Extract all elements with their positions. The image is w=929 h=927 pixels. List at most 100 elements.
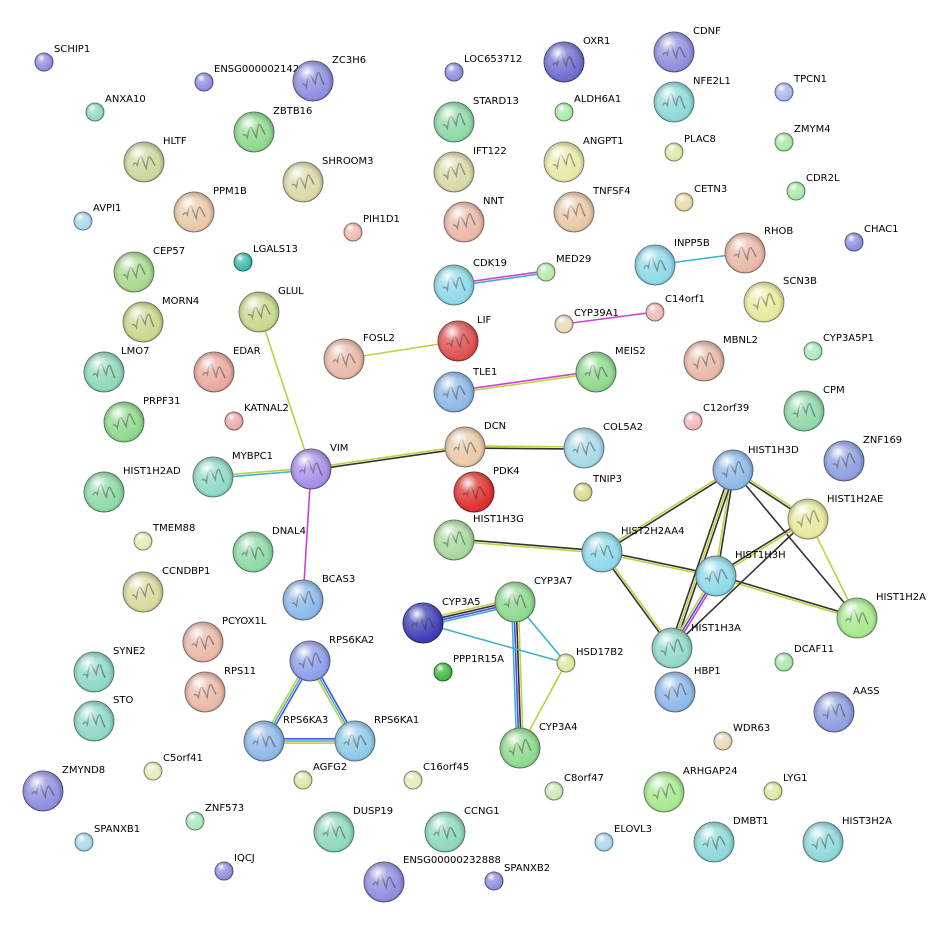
node-TNIP3[interactable]: TNIP3 — [573, 474, 622, 502]
node-LYG1[interactable]: LYG1 — [763, 773, 807, 801]
node-HIST1H2AD[interactable]: HIST1H2AD — [83, 466, 181, 513]
node-CYP3A5[interactable]: CYP3A5 — [402, 597, 481, 644]
node-SCN3B[interactable]: SCN3B — [743, 276, 817, 323]
node-MYBPC1[interactable]: MYBPC1 — [192, 451, 273, 498]
node-CYP3A7[interactable]: CYP3A7 — [494, 576, 573, 623]
node-RPS6KA3[interactable]: RPS6KA3 — [243, 715, 328, 762]
node-SCHIP1[interactable]: SCHIP1 — [34, 44, 90, 72]
node-CCNG1[interactable]: CCNG1 — [424, 806, 500, 853]
node-HIST1H3D[interactable]: HIST1H3D — [712, 445, 799, 491]
node-RPS11[interactable]: RPS11 — [184, 666, 256, 713]
node-STO[interactable]: STO — [73, 695, 133, 742]
node-ZMYND8[interactable]: ZMYND8 — [22, 765, 105, 812]
node-PIH1D1[interactable]: PIH1D1 — [343, 214, 400, 242]
node-C12orf39[interactable]: C12orf39 — [683, 403, 749, 431]
node-DMBT1[interactable]: DMBT1 — [693, 816, 769, 863]
node-ZNF169[interactable]: ZNF169 — [823, 435, 902, 482]
node-ZBTB16[interactable]: ZBTB16 — [233, 106, 312, 153]
node-C5orf41[interactable]: C5orf41 — [143, 753, 203, 781]
node-TNFSF4[interactable]: TNFSF4 — [553, 186, 631, 233]
node-CPM[interactable]: CPM — [783, 385, 845, 432]
node-LOC653712[interactable]: LOC653712 — [444, 54, 522, 82]
node-WDR63[interactable]: WDR63 — [713, 723, 770, 751]
node-HIST1H3H[interactable]: HIST1H3H — [695, 550, 786, 597]
node-CHAC1[interactable]: CHAC1 — [844, 224, 899, 252]
node-PDK4[interactable]: PDK4 — [453, 466, 520, 513]
node-AVPI1[interactable]: AVPI1 — [73, 203, 121, 231]
node-ANGPT1[interactable]: ANGPT1 — [543, 136, 624, 183]
node-ZMYM4[interactable]: ZMYM4 — [774, 124, 831, 152]
node-CDK19[interactable]: CDK19 — [433, 258, 507, 306]
node-DCN[interactable]: DCN — [444, 421, 506, 468]
node-ZNF573[interactable]: ZNF573 — [185, 803, 244, 831]
node-CETN3[interactable]: CETN3 — [674, 184, 727, 212]
node-RPS6KA1[interactable]: RPS6KA1 — [334, 715, 419, 762]
node-CYP39A1[interactable]: CYP39A1 — [554, 308, 619, 334]
node-HIST2H2AA4[interactable]: HIST2H2AA4 — [581, 526, 685, 573]
node-DUSP19[interactable]: DUSP19 — [313, 806, 393, 853]
node-IFT122[interactable]: IFT122 — [433, 146, 507, 193]
node-STARD13[interactable]: STARD13 — [433, 96, 519, 143]
node-GLUL[interactable]: GLUL — [238, 286, 304, 333]
node-CYP3A5P1[interactable]: CYP3A5P1 — [803, 333, 874, 361]
node-CDR2L[interactable]: CDR2L — [786, 173, 840, 201]
node-LMO7[interactable]: LMO7 — [83, 346, 149, 393]
node-MBNL2[interactable]: MBNL2 — [683, 335, 758, 382]
node-ALDH6A1[interactable]: ALDH6A1 — [554, 94, 621, 122]
node-SPANXB1[interactable]: SPANXB1 — [74, 824, 140, 852]
node-TLE1[interactable]: TLE1 — [433, 367, 497, 413]
node-AGFG2[interactable]: AGFG2 — [293, 762, 347, 790]
node-ARHGAP24[interactable]: ARHGAP24 — [643, 766, 738, 813]
node-ELOVL3[interactable]: ELOVL3 — [594, 824, 652, 852]
node-C14orf1[interactable]: C14orf1 — [645, 294, 705, 322]
node-CDNF[interactable]: CDNF — [653, 26, 721, 73]
node-C16orf45[interactable]: C16orf45 — [403, 762, 469, 790]
node-SPANXB2[interactable]: SPANXB2 — [484, 863, 550, 891]
node-RHOB[interactable]: RHOB — [724, 226, 793, 274]
node-TPCN1[interactable]: TPCN1 — [774, 74, 827, 102]
node-PLAC8[interactable]: PLAC8 — [664, 134, 716, 162]
node-NNT[interactable]: NNT — [443, 196, 505, 243]
node-ENSG00000232888[interactable]: ENSG00000232888 — [363, 855, 501, 903]
node-BCAS3[interactable]: BCAS3 — [282, 574, 355, 621]
node-OXR1[interactable]: OXR1 — [543, 36, 610, 83]
node-VIM[interactable]: VIM — [290, 443, 348, 490]
node-HSD17B2[interactable]: HSD17B2 — [556, 647, 624, 673]
node-CYP3A4[interactable]: CYP3A4 — [499, 722, 578, 769]
node-LIF[interactable]: LIF — [437, 315, 492, 362]
node-HIST1H2AE[interactable]: HIST1H2AE — [787, 494, 883, 540]
node-FOSL2[interactable]: FOSL2 — [323, 333, 395, 380]
node-HIST1H3G[interactable]: HIST1H3G — [433, 514, 524, 561]
node-IQCJ[interactable]: IQCJ — [214, 853, 255, 881]
node-MEIS2[interactable]: MEIS2 — [575, 346, 646, 393]
node-ENSG00000214271[interactable]: ENSG00000214271 — [194, 64, 312, 92]
node-RPS6KA2[interactable]: RPS6KA2 — [289, 635, 374, 682]
node-SYNE2[interactable]: SYNE2 — [73, 646, 146, 693]
node-MED29[interactable]: MED29 — [536, 254, 591, 282]
node-CEP57[interactable]: CEP57 — [113, 246, 185, 293]
node-CCNDBP1[interactable]: CCNDBP1 — [122, 566, 210, 613]
node-MORN4[interactable]: MORN4 — [122, 296, 199, 343]
node-KATNAL2[interactable]: KATNAL2 — [224, 403, 289, 431]
node-NFE2L1[interactable]: NFE2L1 — [653, 76, 731, 123]
node-TMEM88[interactable]: TMEM88 — [133, 523, 195, 551]
node-HIST1H2A[interactable]: HIST1H2A — [836, 592, 926, 639]
node-DCAF11[interactable]: DCAF11 — [774, 644, 834, 672]
node-HIST3H2A[interactable]: HIST3H2A — [802, 816, 892, 863]
node-HBP1[interactable]: HBP1 — [654, 666, 721, 713]
node-ZC3H6[interactable]: ZC3H6 — [292, 55, 366, 102]
node-DNAL4[interactable]: DNAL4 — [232, 526, 306, 573]
node-LGALS13[interactable]: LGALS13 — [233, 244, 298, 272]
node-COL5A2[interactable]: COL5A2 — [563, 422, 643, 469]
node-HLTF[interactable]: HLTF — [123, 136, 187, 183]
node-EDAR[interactable]: EDAR — [193, 346, 261, 393]
node-HIST1H3A[interactable]: HIST1H3A — [651, 623, 741, 669]
node-PPP1R15A[interactable]: PPP1R15A — [433, 654, 504, 682]
node-INPP5B[interactable]: INPP5B — [634, 238, 710, 286]
node-PCYOX1L[interactable]: PCYOX1L — [182, 616, 267, 663]
node-AASS[interactable]: AASS — [813, 686, 880, 733]
node-ANXA10[interactable]: ANXA10 — [85, 94, 146, 122]
node-PPM1B[interactable]: PPM1B — [173, 186, 247, 233]
node-SHROOM3[interactable]: SHROOM3 — [282, 156, 374, 203]
node-PRPF31[interactable]: PRPF31 — [103, 396, 181, 443]
